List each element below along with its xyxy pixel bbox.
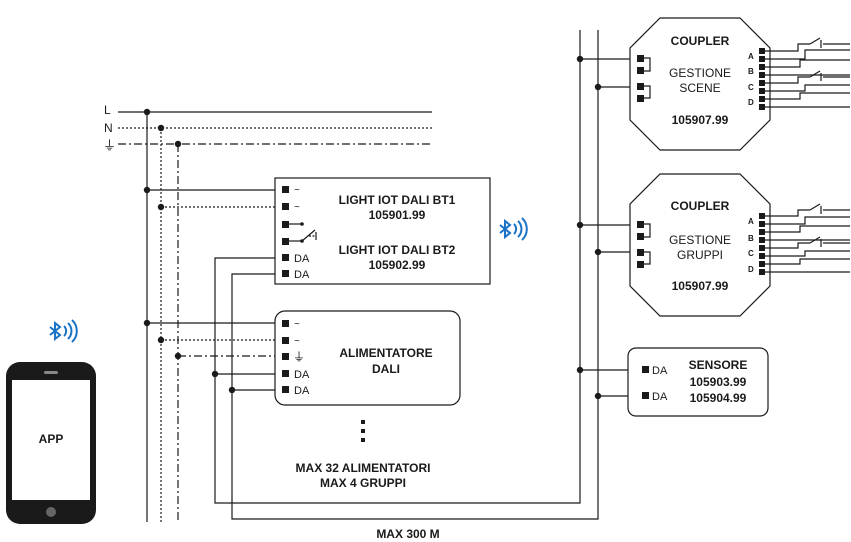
mains-to-psu	[143, 319, 283, 360]
sensor-box: DA DA SENSORE 105903.99 105904.99	[627, 347, 769, 417]
coupler1-port-d: D	[748, 98, 754, 107]
device1-terminal-da1: DA	[294, 253, 310, 265]
max-length-label: MAX 300 M	[376, 527, 439, 541]
continuation-dots: ⋮	[361, 420, 365, 442]
switch-icon	[765, 203, 850, 241]
bluetooth-icon	[49, 319, 78, 343]
app-label: APP	[39, 432, 64, 446]
switch-icon	[289, 222, 317, 243]
coupler-scene: COUPLER GESTIONE SCENE 105907.99 A B C D	[629, 17, 850, 151]
mains-earth-label: ⏚	[103, 138, 116, 153]
coupler2-sub1: GESTIONE	[669, 233, 731, 247]
switch-icon	[765, 236, 850, 273]
coupler2-port-b: B	[748, 234, 754, 243]
mains-lines: L N ⏚	[103, 103, 432, 522]
psu-terminal-1: ~	[294, 319, 300, 330]
limit-line-2: MAX 4 GRUPPI	[320, 476, 406, 490]
coupler2-sub2: GRUPPI	[677, 248, 723, 262]
psu-name-2: DALI	[372, 362, 400, 376]
psu-name: ALIMENTATORE	[339, 346, 432, 360]
device1-terminal-2: ~	[294, 202, 300, 213]
limit-line-1: MAX 32 ALIMENTATORI	[296, 461, 431, 475]
mains-n-label: N	[104, 121, 113, 135]
psu-terminal-2: ~	[294, 336, 300, 347]
bluetooth-icon	[499, 217, 528, 241]
sensor-terminal-da1: DA	[652, 365, 668, 377]
device1-code2: 105902.99	[369, 258, 426, 272]
psu-terminal-da2: DA	[294, 385, 310, 397]
coupler1-port-a: A	[748, 52, 754, 61]
switch-icon	[765, 37, 850, 76]
coupler2-port-c: C	[748, 249, 754, 258]
device1-name1: LIGHT IOT DALI BT1	[339, 193, 456, 207]
coupler2-code: 105907.99	[672, 279, 729, 293]
psu-terminal-earth: ⏚	[293, 350, 305, 364]
coupler1-title: COUPLER	[671, 34, 730, 48]
light-iot-box: ~ ~ DA DA LIGHT IOT DALI BT1 105901.99 L…	[274, 177, 491, 285]
sensor-code1: 105903.99	[690, 375, 747, 389]
sensor-title: SENSORE	[689, 358, 748, 372]
device1-terminal-1: ~	[294, 185, 300, 196]
coupler1-port-c: C	[748, 83, 754, 92]
sensor-terminal-da2: DA	[652, 391, 668, 403]
coupler2-port-d: D	[748, 265, 754, 274]
coupler1-code: 105907.99	[672, 113, 729, 127]
psu-terminal-da1: DA	[294, 369, 310, 381]
coupler1-port-b: B	[748, 67, 754, 76]
coupler2-title: COUPLER	[671, 199, 730, 213]
sensor-code2: 105904.99	[690, 391, 747, 405]
coupler1-sub1: GESTIONE	[669, 66, 731, 80]
device1-name2: LIGHT IOT DALI BT2	[339, 243, 456, 257]
smartphone: APP	[6, 362, 96, 524]
device1-terminal-da2: DA	[294, 269, 310, 281]
coupler2-port-a: A	[748, 217, 754, 226]
mains-to-device1	[143, 186, 283, 211]
coupler-groups: COUPLER GESTIONE GRUPPI 105907.99 A B C …	[629, 173, 850, 317]
coupler1-sub2: SCENE	[679, 81, 720, 95]
device1-code1: 105901.99	[369, 208, 426, 222]
psu-box: ~ ~ ⏚ DA DA ALIMENTATORE DALI	[274, 310, 461, 406]
switch-icon	[765, 70, 850, 108]
mains-l-label: L	[104, 103, 111, 117]
